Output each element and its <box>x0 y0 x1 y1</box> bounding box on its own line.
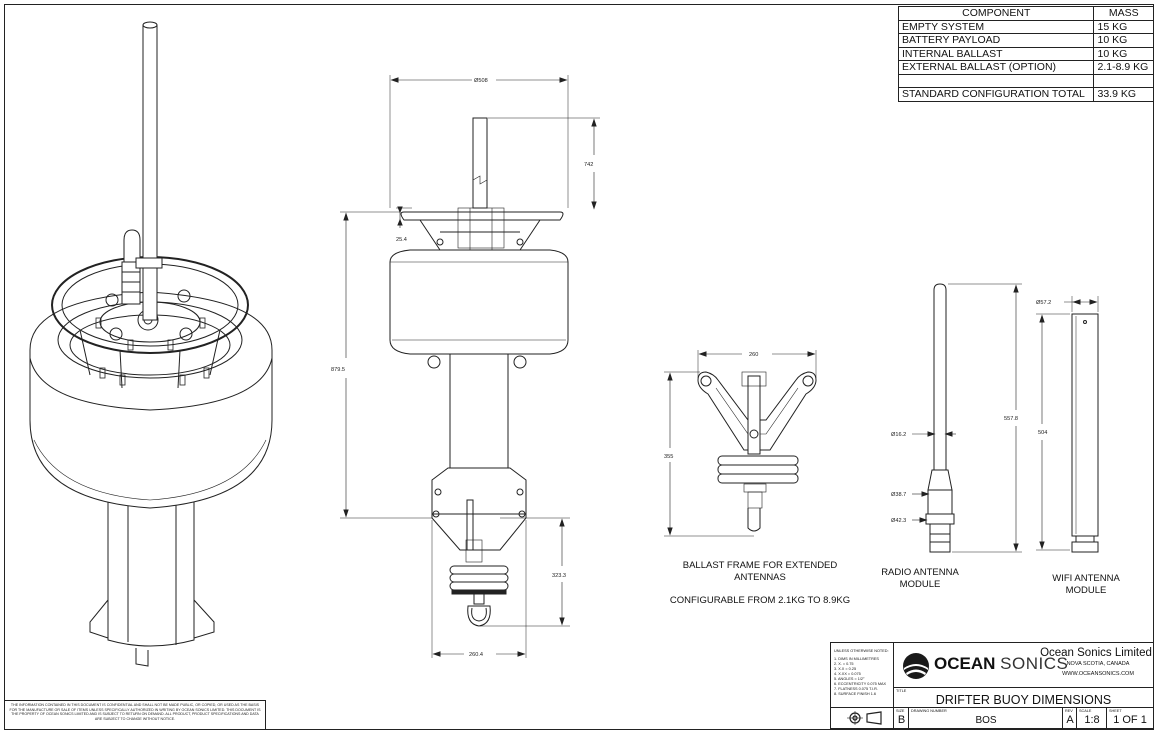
scale-cell: SCALE 1:8 <box>1077 708 1107 728</box>
logo-wordmark: OCEAN SONICS <box>934 654 1068 674</box>
note-line: 5. ANGLES = 1/2° <box>834 677 865 681</box>
title-cell: TITLE DRIFTER BUOY DIMENSIONS <box>894 688 1153 708</box>
mass-table-header: COMPONENT MASS <box>897 6 1154 21</box>
dim-ballast-height: 355 <box>664 454 673 460</box>
ballast-label-line2: ANTENNAS <box>734 572 786 583</box>
radio-antenna-label: RADIO ANTENNA MODULE <box>880 567 960 591</box>
note-line: 4. X.XX = 0.075 <box>834 672 861 676</box>
ballast-frame-label: BALLAST FRAME FOR EXTENDED ANTENNAS CONF… <box>660 560 860 607</box>
confidential-note: THE INFORMATION CONTAINED IN THIS DOCUME… <box>9 703 261 721</box>
logo-light: SONICS <box>1000 654 1069 673</box>
dim-wifi-length: 504 <box>1038 430 1047 436</box>
mass-cell: 33.9 KG <box>1093 87 1154 102</box>
drawing-number-cell: DRAWING NUMBER BOS <box>909 708 1063 728</box>
note-line: 6. ECCENTRICITY 0.075 MAX <box>834 682 887 686</box>
wifi-antenna-view <box>1036 296 1099 553</box>
drawing-caption: DRAWING NUMBER <box>911 709 947 713</box>
mass-cell <box>1093 73 1154 88</box>
title-block: UNLESS OTHERWISE NOTED: 1. DIMS IN MILLI… <box>830 642 1154 729</box>
third-angle-projection-icon <box>847 711 882 725</box>
component-cell: STANDARD CONFIGURATION TOTAL <box>897 87 1095 102</box>
sheet-caption: SHEET <box>1109 709 1122 713</box>
drawing-title: DRIFTER BUOY DIMENSIONS <box>935 693 1112 707</box>
wifi-label-line2: MODULE <box>1065 585 1107 596</box>
company-block: OCEAN SONICS Ocean Sonics Limited NOVA S… <box>894 643 1153 688</box>
isometric-view <box>29 21 273 667</box>
note-line: 2. X. = 0.75 <box>834 662 854 666</box>
company-website: WWW.OCEANSONICS.COM <box>1062 671 1134 677</box>
header-component: COMPONENT <box>897 6 1095 21</box>
dim-antenna-height: 742 <box>584 162 593 168</box>
dim-overall-height: 879.5 <box>331 367 345 373</box>
title-caption: TITLE <box>896 689 907 693</box>
dim-flange: 25.4 <box>396 237 407 243</box>
ballast-frame-view <box>664 350 817 537</box>
mass-cell: 10 KG <box>1093 46 1154 61</box>
dim-radio-length: 557.8 <box>1004 416 1018 422</box>
notes-heading: UNLESS OTHERWISE NOTED: <box>834 649 889 653</box>
size-cell: SIZE B <box>894 708 909 728</box>
sheet-value: 1 OF 1 <box>1113 714 1147 726</box>
table-row: EXTERNAL BALLAST (OPTION)2.1-8.9 KG <box>897 60 1154 75</box>
radio-label-line1: RADIO ANTENNA <box>881 567 959 578</box>
component-cell: EMPTY SYSTEM <box>897 19 1095 34</box>
note-line: 3. X.X = 0.25 <box>834 667 857 671</box>
radio-antenna-view <box>912 283 1022 553</box>
sheet-cell: SHEET 1 OF 1 <box>1107 708 1153 728</box>
dim-lower-height: 323.3 <box>552 573 566 579</box>
component-cell <box>897 73 1095 88</box>
confidential-note-box <box>4 700 266 730</box>
size-value: B <box>897 714 906 726</box>
mass-cell: 15 KG <box>1093 19 1154 34</box>
size-caption: SIZE <box>896 709 905 713</box>
component-cell: EXTERNAL BALLAST (OPTION) <box>897 60 1095 75</box>
scale-value: 1:8 <box>1084 714 1100 726</box>
radio-label-line2: MODULE <box>899 579 941 590</box>
header-mass: MASS <box>1093 6 1154 21</box>
scale-caption: SCALE <box>1079 709 1092 713</box>
drawing-border <box>4 4 1154 730</box>
front-view <box>340 75 600 658</box>
dim-base-width: 260.4 <box>469 652 483 658</box>
ballast-config-label: CONFIGURABLE FROM 2.1KG TO 8.9KG <box>669 595 851 606</box>
dim-top-diameter: Ø508 <box>474 78 488 84</box>
drawing-number: BOS <box>975 715 997 726</box>
ballast-label-line1: BALLAST FRAME FOR EXTENDED <box>682 560 838 571</box>
note-line: 8. SURFACE FINISH 1.6 <box>834 692 876 696</box>
note-line: 1. DIMS IN MILLIMETRES <box>834 657 879 661</box>
wifi-antenna-label: WIFI ANTENNA MODULE <box>1046 573 1126 597</box>
tolerance-notes: UNLESS OTHERWISE NOTED: 1. DIMS IN MILLI… <box>831 643 894 708</box>
dim-wifi-diameter: Ø57.2 <box>1036 300 1051 306</box>
note-line: 7. FLATNESS 0.075 T.I.R. <box>834 687 878 691</box>
rev-value: A <box>1066 714 1074 726</box>
ocean-sonics-logo-icon <box>903 653 929 679</box>
dim-radio-d2: Ø38.7 <box>891 492 906 498</box>
company-name: Ocean Sonics Limited <box>1040 647 1152 659</box>
mass-cell: 10 KG <box>1093 33 1154 48</box>
projection-symbol <box>831 708 894 728</box>
wifi-label-line1: WIFI ANTENNA <box>1052 573 1120 584</box>
dim-ballast-width: 260 <box>749 352 758 358</box>
table-row <box>897 73 1154 88</box>
component-cell: BATTERY PAYLOAD <box>897 33 1095 48</box>
logo-bold: OCEAN <box>934 654 996 673</box>
dim-radio-d1: Ø16.2 <box>891 432 906 438</box>
company-location: NOVA SCOTIA, CANADA <box>1066 661 1130 667</box>
dim-radio-d3: Ø42.3 <box>891 518 906 524</box>
mass-cell: 2.1-8.9 KG <box>1093 60 1154 75</box>
rev-caption: REV <box>1065 709 1073 713</box>
rev-cell: REV A <box>1063 708 1077 728</box>
component-cell: INTERNAL BALLAST <box>897 46 1095 61</box>
